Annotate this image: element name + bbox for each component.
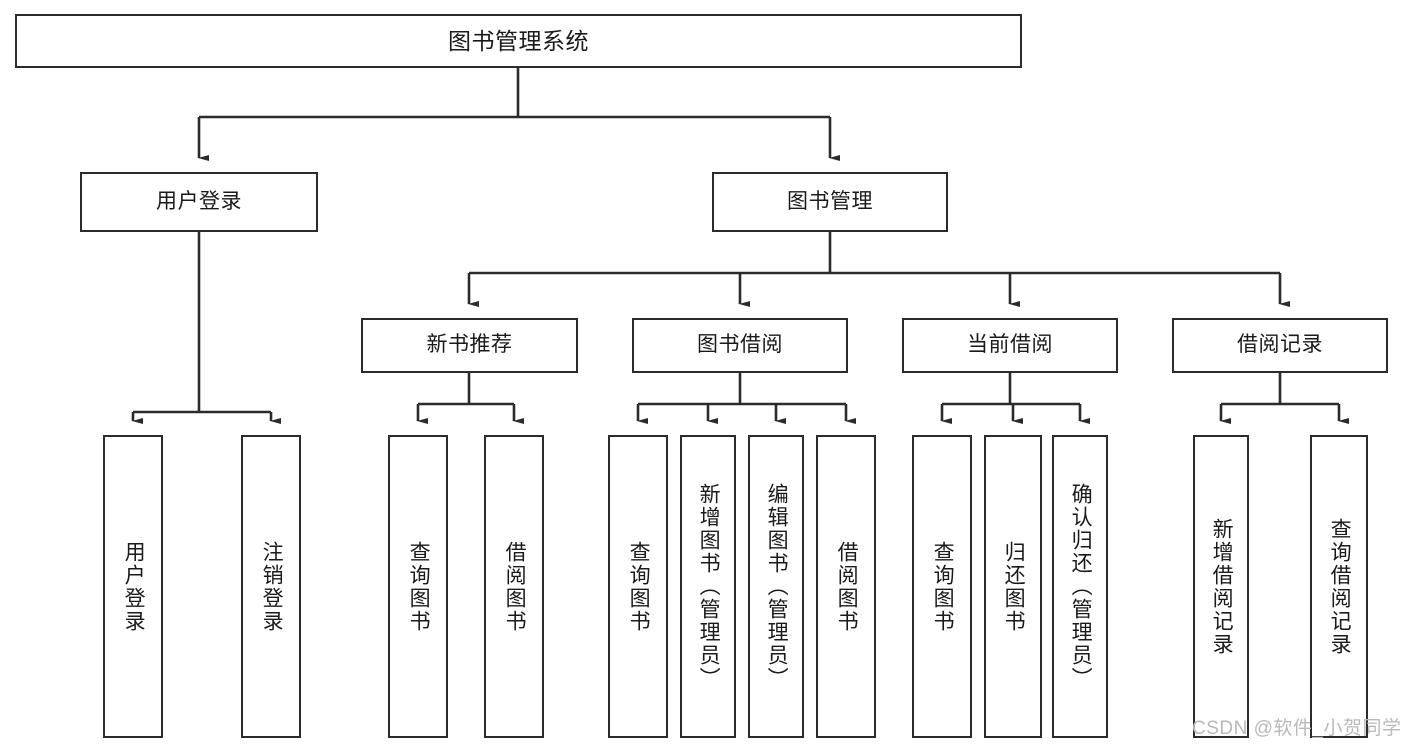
- node-leaf-edit-book-label: 编辑图书（管理员）: [765, 483, 789, 690]
- node-book-borrow[interactable]: 图书借阅: [632, 318, 848, 373]
- node-root-label: 图书管理系统: [448, 27, 589, 54]
- node-leaf-edit-book[interactable]: 编辑图书（管理员）: [748, 435, 804, 738]
- node-leaf-confirm-return-label: 确认归还（管理员）: [1069, 483, 1093, 690]
- node-leaf-query-book-2-label: 查询图书: [627, 540, 651, 633]
- node-borrow-record[interactable]: 借阅记录: [1172, 318, 1388, 373]
- node-leaf-add-borrow-record-label: 新增借阅记录: [1210, 517, 1234, 656]
- node-leaf-user-login[interactable]: 用户登录: [103, 435, 163, 738]
- node-leaf-query-book-3-label: 查询图书: [931, 540, 955, 633]
- node-leaf-borrow-book-2-label: 借阅图书: [835, 540, 859, 633]
- node-current-borrow[interactable]: 当前借阅: [902, 318, 1118, 373]
- node-book-management[interactable]: 图书管理: [712, 172, 948, 232]
- node-leaf-add-book-label: 新增图书（管理员）: [697, 483, 721, 690]
- node-leaf-add-borrow-record[interactable]: 新增借阅记录: [1193, 435, 1249, 738]
- node-book-management-label: 图书管理: [787, 189, 873, 213]
- node-leaf-query-book-1-label: 查询图书: [407, 540, 431, 633]
- node-leaf-borrow-book-1[interactable]: 借阅图书: [484, 435, 544, 738]
- node-leaf-return-book[interactable]: 归还图书: [984, 435, 1042, 738]
- node-leaf-query-book-2[interactable]: 查询图书: [608, 435, 668, 738]
- node-book-borrow-label: 图书借阅: [697, 333, 783, 357]
- node-leaf-borrow-book-2[interactable]: 借阅图书: [816, 435, 876, 738]
- node-leaf-user-login-label: 用户登录: [122, 540, 146, 633]
- node-root[interactable]: 图书管理系统: [15, 14, 1022, 68]
- node-leaf-query-book-1[interactable]: 查询图书: [388, 435, 448, 738]
- node-borrow-record-label: 借阅记录: [1237, 333, 1323, 357]
- node-leaf-borrow-book-1-label: 借阅图书: [503, 540, 527, 633]
- node-leaf-confirm-return[interactable]: 确认归还（管理员）: [1052, 435, 1108, 738]
- node-leaf-add-book[interactable]: 新增图书（管理员）: [680, 435, 736, 738]
- node-leaf-return-book-label: 归还图书: [1002, 540, 1026, 633]
- node-leaf-query-borrow-record-label: 查询借阅记录: [1328, 517, 1352, 656]
- node-new-book-recommend[interactable]: 新书推荐: [361, 318, 578, 373]
- node-leaf-logout-label: 注销登录: [260, 540, 284, 633]
- node-leaf-query-borrow-record[interactable]: 查询借阅记录: [1310, 435, 1368, 738]
- node-user-login-label: 用户登录: [156, 189, 242, 213]
- node-leaf-logout[interactable]: 注销登录: [241, 435, 301, 738]
- node-current-borrow-label: 当前借阅: [967, 333, 1053, 357]
- node-user-login[interactable]: 用户登录: [80, 172, 318, 232]
- node-leaf-query-book-3[interactable]: 查询图书: [912, 435, 972, 738]
- node-new-book-recommend-label: 新书推荐: [426, 333, 513, 357]
